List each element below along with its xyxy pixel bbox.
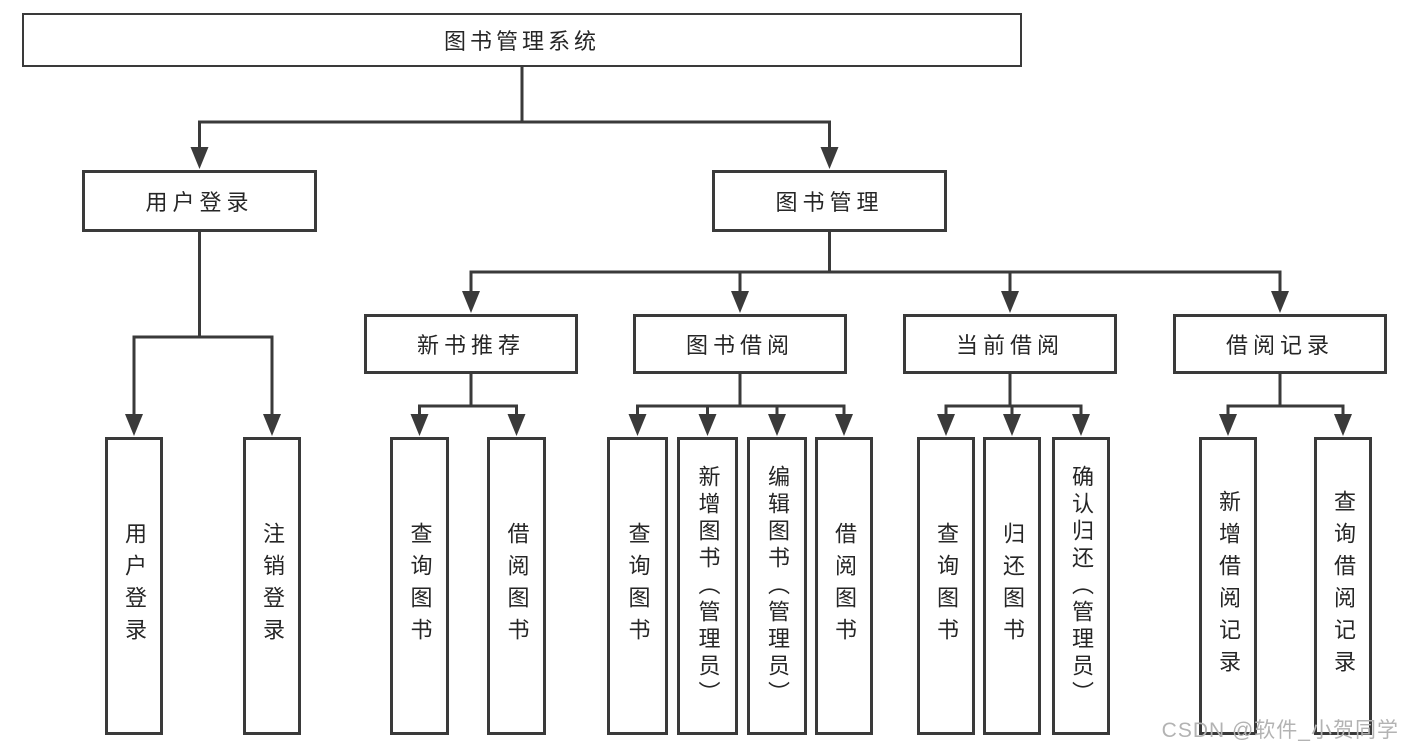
- node-label: 借阅图书: [504, 522, 530, 650]
- arrowhead-icon: [462, 291, 480, 313]
- node-current-borrowing: 当前借阅: [903, 314, 1117, 374]
- node-new-book-recommendation: 新书推荐: [364, 314, 578, 374]
- node-label: 查询图书: [625, 522, 651, 650]
- csdn-watermark: CSDN @软件_小贺同学: [1161, 719, 1399, 742]
- node-label: 查询图书: [934, 522, 959, 650]
- arrowhead-icon: [698, 414, 717, 436]
- node-label: 查询图书: [407, 522, 433, 650]
- arrowhead-icon: [1003, 414, 1021, 436]
- node-user-login: 用户登录: [82, 170, 317, 232]
- arrowhead-icon: [125, 414, 143, 436]
- node-label: 图书管理系统: [443, 29, 600, 54]
- node-library-management-system: 图书管理系统: [22, 13, 1022, 67]
- arrowhead-icon: [731, 291, 749, 313]
- node-book-borrowing: 图书借阅: [633, 314, 847, 374]
- connector-lines: [132, 65, 1345, 420]
- arrowhead-icon: [820, 147, 839, 169]
- arrowhead-icon: [507, 414, 526, 436]
- node-query-books: 查询图书: [917, 437, 975, 735]
- node-book-management: 图书管理: [712, 170, 947, 232]
- arrowhead-icon: [1334, 414, 1352, 436]
- arrowhead-icon: [263, 414, 281, 436]
- node-label: 查询借阅记录: [1331, 490, 1356, 682]
- node-user-login-leaf: 用户登录: [105, 437, 163, 735]
- node-label: 新增图书（管理员）: [695, 464, 721, 708]
- node-label: 用户登录: [122, 522, 147, 650]
- node-label: 当前借阅: [955, 333, 1064, 358]
- arrowhead-icon: [190, 147, 209, 169]
- arrowhead-icon: [628, 414, 647, 436]
- node-return-books: 归还图书: [983, 437, 1041, 735]
- arrowheads-group: [125, 147, 1352, 436]
- arrowhead-icon: [410, 414, 429, 436]
- node-query-borrowing-record: 查询借阅记录: [1314, 437, 1372, 735]
- node-label: 借阅记录: [1225, 333, 1334, 358]
- node-borrow-books: 借阅图书: [815, 437, 873, 735]
- arrowhead-icon: [1271, 291, 1289, 313]
- node-label: 新增借阅记录: [1216, 490, 1241, 682]
- node-query-books: 查询图书: [607, 437, 668, 735]
- arrowhead-icon: [1001, 291, 1019, 313]
- arrowhead-icon: [768, 414, 786, 436]
- node-label: 图书管理: [775, 190, 884, 215]
- arrowhead-icon: [1072, 414, 1090, 436]
- node-add-borrowing-record: 新增借阅记录: [1199, 437, 1257, 735]
- arrowhead-icon: [1219, 414, 1237, 436]
- node-edit-books-admin: 编辑图书（管理员）: [747, 437, 807, 735]
- node-label: 借阅图书: [832, 522, 857, 650]
- node-label: 图书借阅: [685, 333, 794, 358]
- node-label: 归还图书: [1000, 522, 1025, 650]
- node-borrow-books: 借阅图书: [487, 437, 546, 735]
- node-label: 编辑图书（管理员）: [765, 464, 790, 708]
- node-add-books-admin: 新增图书（管理员）: [677, 437, 738, 735]
- node-borrowing-records: 借阅记录: [1173, 314, 1387, 374]
- arrowhead-icon: [835, 414, 853, 436]
- node-query-books: 查询图书: [390, 437, 449, 735]
- arrowhead-icon: [937, 414, 955, 436]
- node-label: 用户登录: [145, 190, 254, 215]
- node-label: 注销登录: [260, 522, 285, 650]
- node-confirm-return-admin: 确认归还（管理员）: [1052, 437, 1110, 735]
- node-label: 确认归还（管理员）: [1069, 464, 1094, 708]
- node-label: 新书推荐: [416, 333, 525, 358]
- node-logout: 注销登录: [243, 437, 301, 735]
